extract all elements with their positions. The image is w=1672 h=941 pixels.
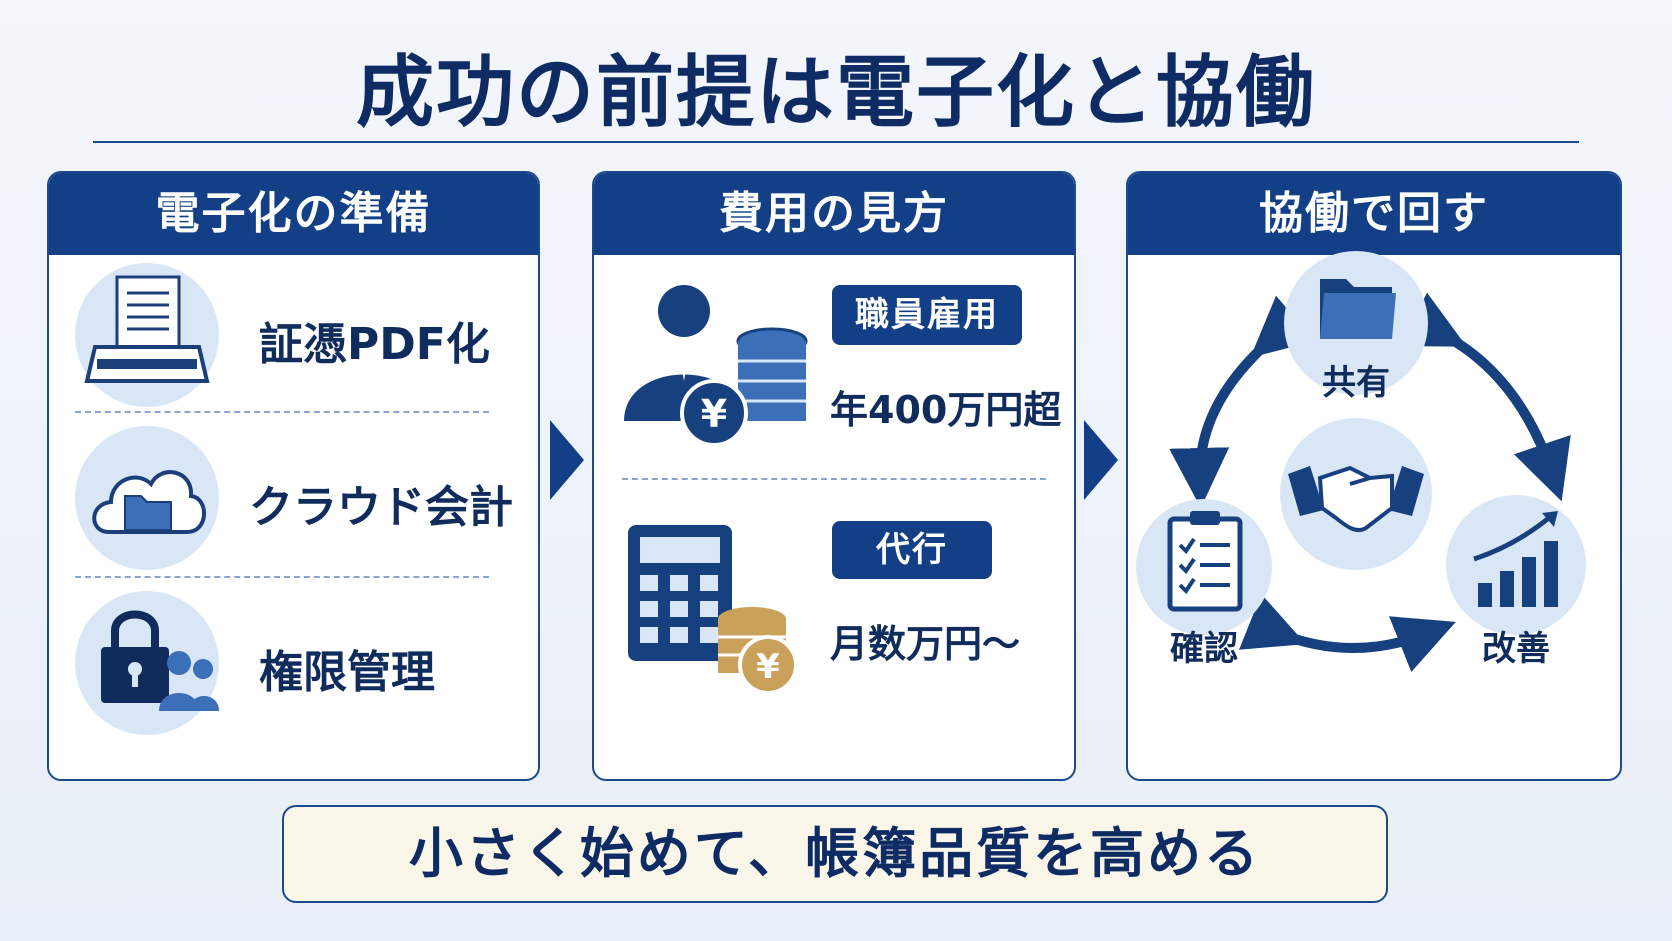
item-label-access: 権限管理 <box>259 647 435 698</box>
pill-outsource: 代行 <box>832 521 992 579</box>
cost-outsource: 月数万円〜 <box>830 622 1021 666</box>
growth-chart-icon <box>1446 495 1586 635</box>
divider <box>75 411 489 413</box>
lock-users-icon <box>75 591 219 735</box>
divider <box>622 478 1046 480</box>
panel-header-collaboration: 協働で回す <box>1128 173 1620 255</box>
handshake-icon <box>1280 418 1432 570</box>
cycle-label-share: 共有 <box>1322 363 1390 403</box>
folder-icon <box>1284 251 1428 395</box>
title-divider <box>93 141 1579 143</box>
calculator-yen-icon: ¥ <box>628 525 798 695</box>
clipboard-checklist-icon <box>1136 499 1272 635</box>
svg-text:¥: ¥ <box>701 392 727 436</box>
panel-collaboration: 協働で回す 共有 <box>1126 171 1622 781</box>
scanner-document-icon <box>75 263 219 407</box>
cycle-label-check: 確認 <box>1170 629 1238 669</box>
cycle-label-improve: 改善 <box>1482 629 1550 669</box>
panel-header-cost: 費用の見方 <box>594 173 1074 255</box>
svg-text:¥: ¥ <box>756 647 780 687</box>
panel-cost: 費用の見方 ¥ 職員雇用 年400万円超 ¥ 代行 月数万円〜 <box>592 171 1076 781</box>
employee-yen-icon: ¥ <box>624 285 808 447</box>
panel-digitization: 電子化の準備 証憑PDF化 クラウド会計 <box>47 171 540 781</box>
flow-arrow-2 <box>1084 420 1118 500</box>
cycle-arrows <box>1169 292 1571 672</box>
divider <box>75 576 489 578</box>
cloud-folder-icon <box>75 426 219 570</box>
cost-staff: 年400万円超 <box>830 388 1062 432</box>
panel-header-digitization: 電子化の準備 <box>49 173 538 255</box>
page-title: 成功の前提は電子化と協働 <box>355 48 1316 138</box>
item-label-cloud: クラウド会計 <box>249 482 513 533</box>
bottom-banner: 小さく始めて、帳簿品質を高める <box>282 805 1388 903</box>
pill-staff: 職員雇用 <box>832 285 1022 345</box>
item-label-pdf: 証憑PDF化 <box>259 319 490 370</box>
flow-arrow-1 <box>550 420 584 500</box>
